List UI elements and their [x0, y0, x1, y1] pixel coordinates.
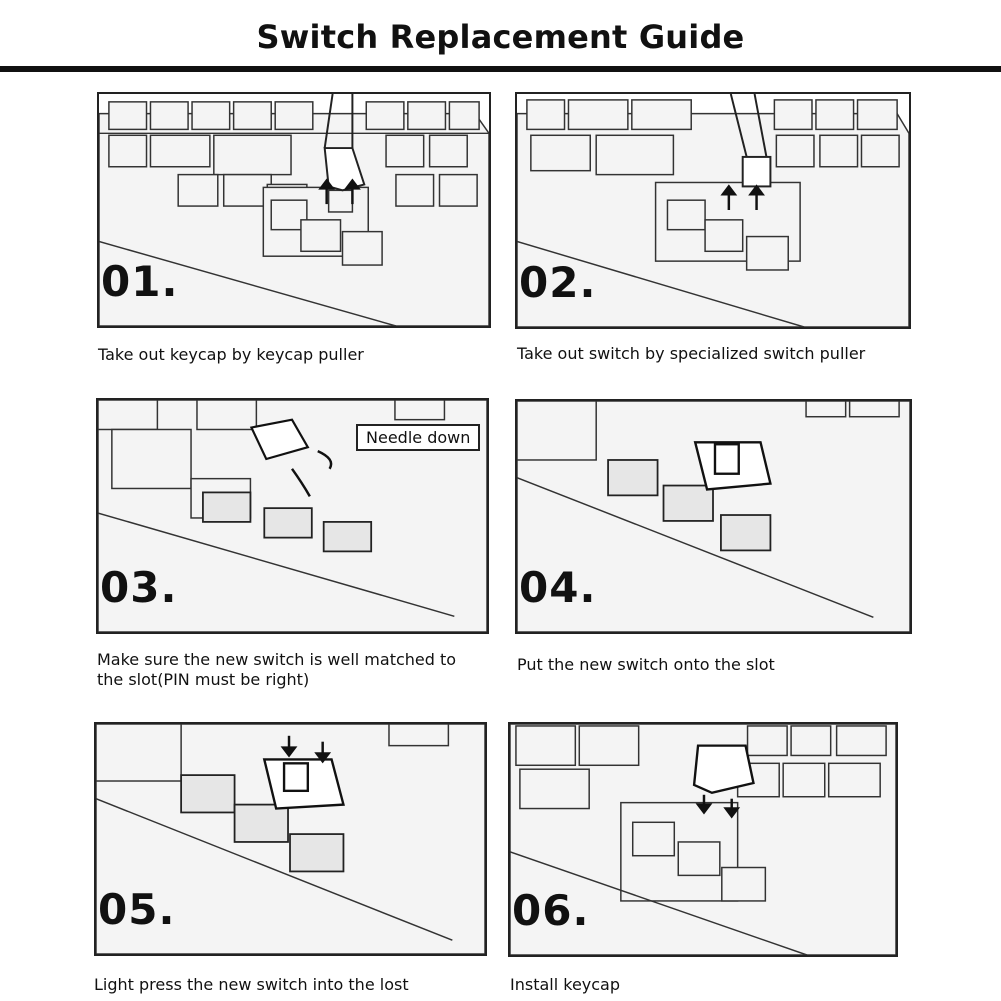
title-divider	[0, 66, 1001, 72]
step-1-number: 01.	[101, 257, 179, 306]
step-4-caption: Put the new switch onto the slot	[517, 655, 775, 674]
keyboard-switch-puller-drawing	[517, 94, 909, 327]
keyboard-keycap-puller-drawing	[99, 94, 489, 326]
step-3-illustration: Needle down 03.	[96, 398, 489, 634]
keyboard-press-switch-drawing	[96, 724, 485, 954]
needle-down-callout: Needle down	[356, 424, 481, 451]
step-3-number: 03.	[100, 563, 178, 612]
step-5-number: 05.	[98, 885, 176, 934]
keyboard-install-keycap-drawing	[510, 724, 896, 955]
keyboard-place-switch-drawing	[517, 401, 910, 632]
step-5-caption: Light press the new switch into the lost	[94, 975, 409, 994]
step-6-number: 06.	[512, 886, 590, 935]
step-3-caption: Make sure the new switch is well matched…	[97, 650, 457, 689]
page-title: Switch Replacement Guide	[256, 18, 745, 56]
step-1-illustration: 01.	[97, 92, 491, 328]
step-4-number: 04.	[519, 563, 597, 612]
step-2-number: 02.	[519, 258, 597, 307]
keyboard-new-switch-align-drawing	[98, 400, 487, 632]
step-5-illustration: 05.	[94, 722, 487, 956]
step-4-illustration: 04.	[515, 399, 912, 634]
step-6-caption: Install keycap	[510, 975, 621, 994]
step-1-caption: Take out keycap by keycap puller	[98, 345, 364, 364]
step-2-caption: Take out switch by specialized switch pu…	[517, 344, 866, 363]
step-6-illustration: 06.	[508, 722, 898, 957]
step-2-illustration: 02.	[515, 92, 911, 329]
